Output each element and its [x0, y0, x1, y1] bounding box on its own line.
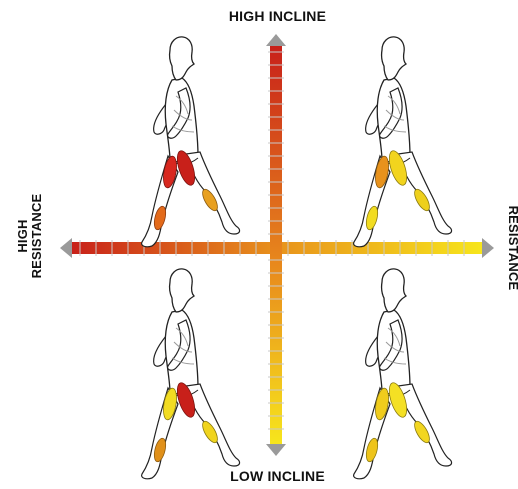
runner-top-left [142, 37, 240, 247]
left-axis-label-line2: RESISTANCE [30, 186, 44, 286]
hamstring-muscle [373, 387, 390, 421]
right-axis-label: RESISTANCE [506, 198, 518, 298]
arrowhead-right-icon [482, 238, 494, 258]
top-axis-label: HIGH INCLINE [0, 8, 518, 24]
arrowhead-down-icon [266, 444, 286, 456]
left-axis-label-line1: HIGH [16, 186, 30, 286]
arrowhead-left-icon [60, 238, 72, 258]
runner-top-right [354, 37, 452, 247]
hamstring-muscle [161, 387, 178, 421]
bottom-axis-label: LOW INCLINE [0, 468, 518, 484]
hamstring-muscle [161, 155, 178, 189]
arrowhead-up-icon [266, 34, 286, 46]
runner-bottom-left [142, 269, 240, 479]
runner-bottom-right [354, 269, 452, 479]
left-axis-label: HIGH RESISTANCE [16, 186, 44, 286]
hamstring-muscle [373, 155, 390, 189]
